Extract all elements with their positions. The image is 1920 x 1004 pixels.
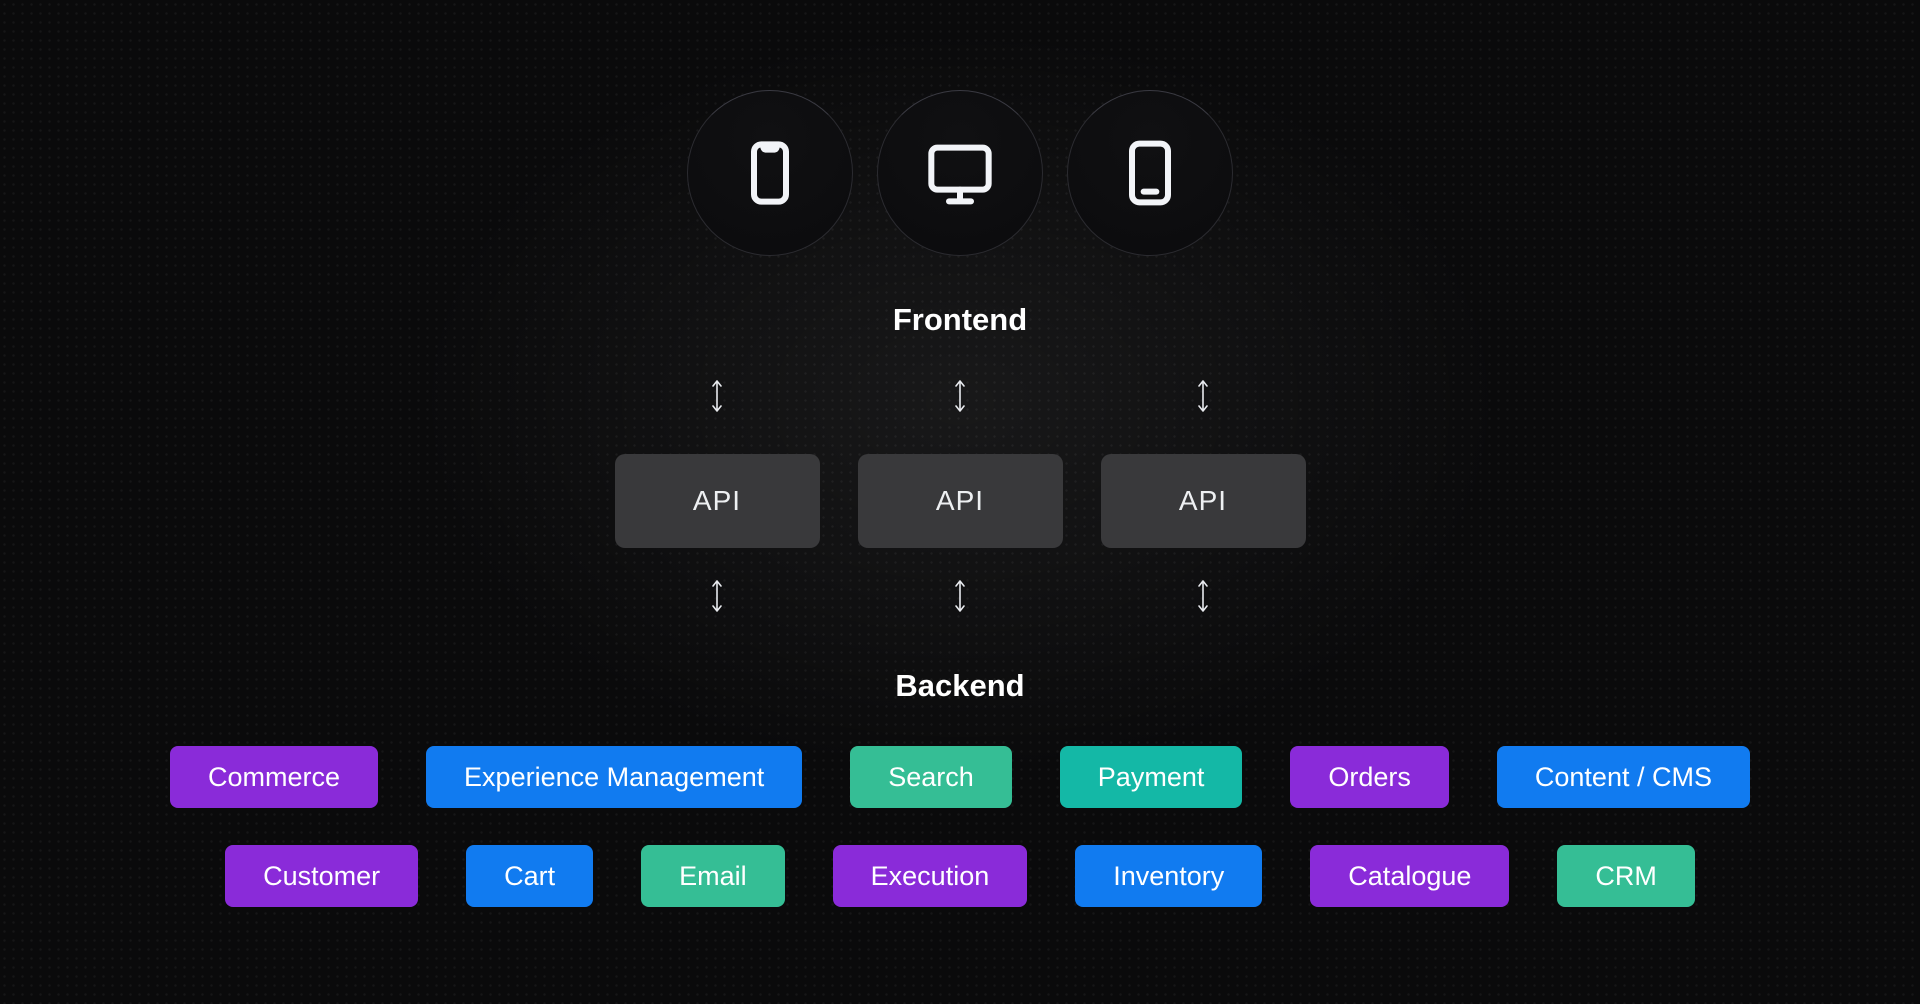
device-circle <box>1067 90 1233 256</box>
api-backend-arrows <box>615 578 1306 614</box>
service-pill-customer: Customer <box>225 845 419 907</box>
service-pill-orders: Orders <box>1290 746 1449 808</box>
service-pill-catalogue: Catalogue <box>1310 845 1510 907</box>
backend-title: Backend <box>895 668 1025 703</box>
vertical-double-arrow-icon <box>615 578 820 614</box>
service-pill-inventory: Inventory <box>1075 845 1263 907</box>
service-pill-experience-management: Experience Management <box>426 746 803 808</box>
api-row: API API API <box>614 454 1306 548</box>
service-pill-commerce: Commerce <box>170 746 379 808</box>
api-box: API <box>614 454 820 548</box>
service-pill-search: Search <box>850 746 1012 808</box>
service-pill-email: Email <box>641 845 785 907</box>
device-circle <box>687 90 853 256</box>
service-pill-content-cms: Content / CMS <box>1496 746 1750 808</box>
vertical-double-arrow-icon <box>1101 378 1306 414</box>
frontend-title: Frontend <box>892 302 1028 337</box>
backend-services-row-1: Commerce Experience Management Search Payme… <box>170 746 1750 808</box>
smartphone-icon <box>730 133 810 213</box>
api-box: API <box>1100 454 1306 548</box>
frontend-devices <box>687 90 1233 256</box>
service-pill-payment: Payment <box>1059 746 1243 808</box>
vertical-double-arrow-icon <box>858 378 1063 414</box>
service-pill-crm: CRM <box>1557 845 1695 907</box>
service-pill-execution: Execution <box>832 845 1028 907</box>
vertical-double-arrow-icon <box>615 378 820 414</box>
vertical-double-arrow-icon <box>858 578 1063 614</box>
backend-services-row-2: Customer Cart Email Execution Inventory Catal… <box>225 845 1695 907</box>
service-pill-cart: Cart <box>466 845 594 907</box>
frontend-api-arrows <box>615 378 1306 414</box>
monitor-icon <box>920 133 1000 213</box>
api-box: API <box>857 454 1063 548</box>
device-circle <box>877 90 1043 256</box>
vertical-double-arrow-icon <box>1101 578 1306 614</box>
tablet-icon <box>1110 133 1190 213</box>
